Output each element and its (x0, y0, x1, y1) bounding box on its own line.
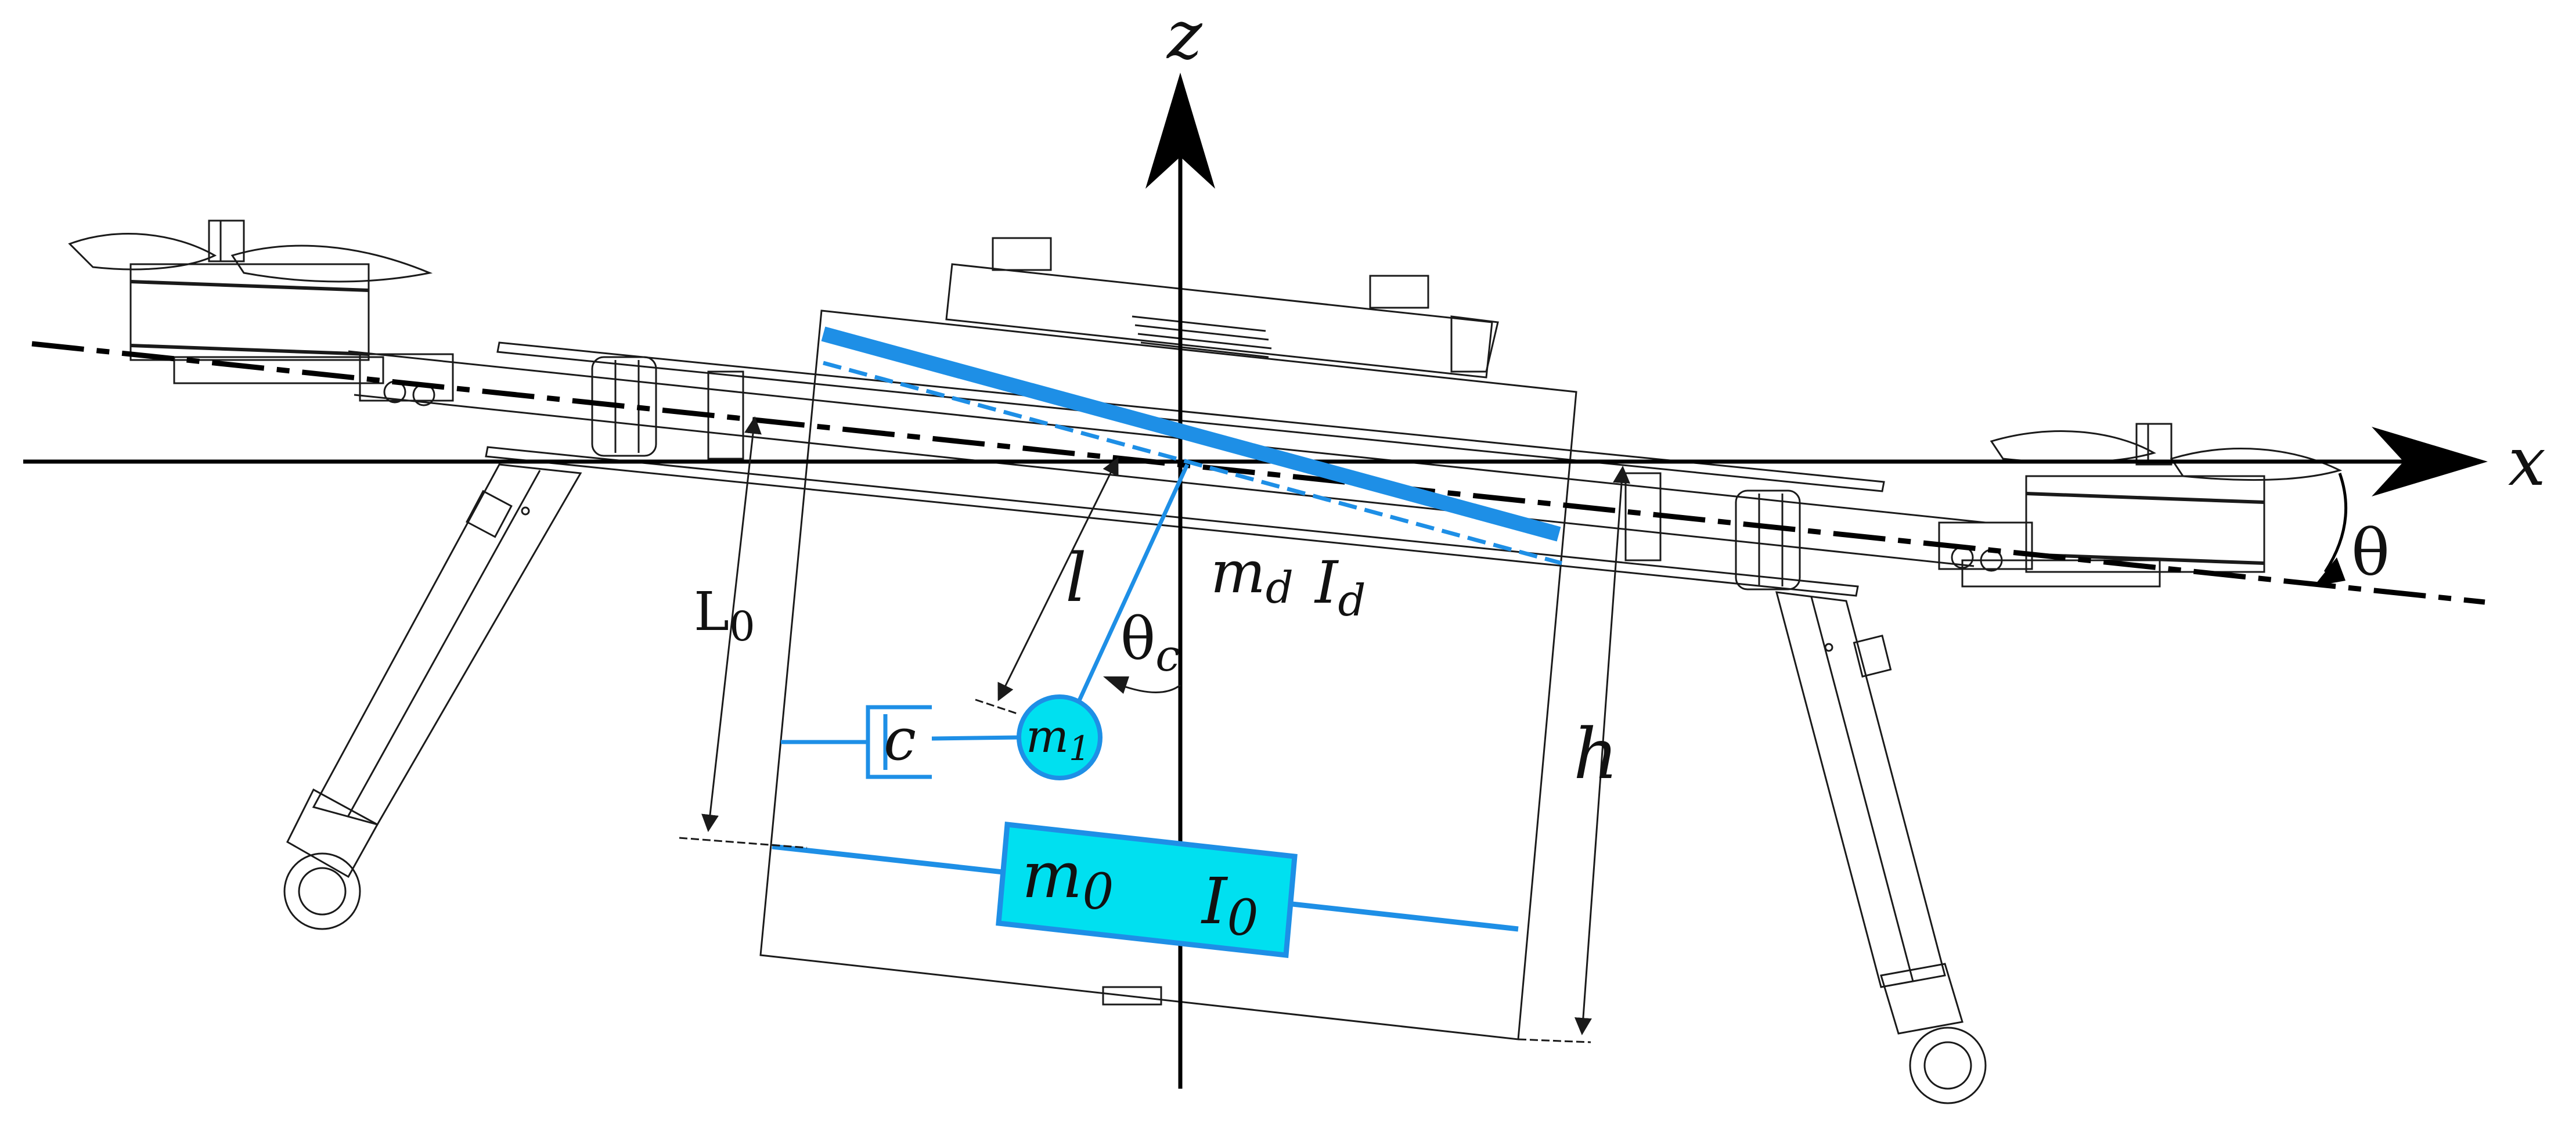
x-axis-arrowhead (2372, 427, 2488, 496)
md-label: md (1210, 538, 1294, 613)
I0-label: I0 (1201, 864, 1259, 947)
arm-plate-upper (496, 341, 1885, 492)
l-label: l (1065, 539, 1087, 617)
theta-arc-arrowhead (2314, 557, 2346, 586)
h-label: h (1573, 714, 1618, 795)
box-tab-right (1369, 275, 1429, 309)
left-landing-leg (283, 463, 582, 930)
box-bottom-tab (1102, 986, 1162, 1006)
labels: L0 h l md Id θc c m1 m0 I0 (694, 538, 1618, 947)
m0-label: m0 (1022, 838, 1114, 921)
damper-right-link (931, 735, 1019, 741)
body-bar-reference (823, 361, 1562, 566)
cap-bracket (1450, 315, 1499, 373)
right-landing-leg (1775, 591, 1987, 1104)
body-axis-dashed (31, 341, 2485, 605)
theta-c-label: θc (1121, 605, 1180, 681)
z-axis-label: z (1166, 0, 1203, 74)
z-axis-arrowhead (1145, 73, 1215, 189)
box-tab-left (992, 237, 1052, 271)
axes: x z θ (23, 0, 2546, 1089)
left-propeller (68, 219, 433, 283)
mechanical-model (772, 326, 1562, 958)
drone-frame (68, 219, 2343, 1104)
dimensions (679, 416, 1631, 1043)
right-motor (1938, 475, 2265, 588)
theta-label: θ (2351, 516, 2390, 590)
box-top-cap (945, 263, 1493, 379)
body-bar (821, 326, 1561, 542)
base-mass-m0 (996, 822, 1298, 958)
left-arm-clamp (591, 356, 744, 460)
x-axis-label: x (2508, 423, 2546, 501)
Id-label: Id (1314, 549, 1366, 626)
m1-label: m1 (1026, 711, 1090, 768)
L0-label: L0 (694, 581, 755, 650)
theta-arc (2323, 473, 2348, 573)
damper-cylinder (866, 705, 932, 779)
damper-c-label: c (884, 705, 916, 773)
right-propeller (1990, 423, 2343, 481)
arm-plate-lower (485, 446, 1859, 597)
center-connector (1132, 315, 1272, 358)
